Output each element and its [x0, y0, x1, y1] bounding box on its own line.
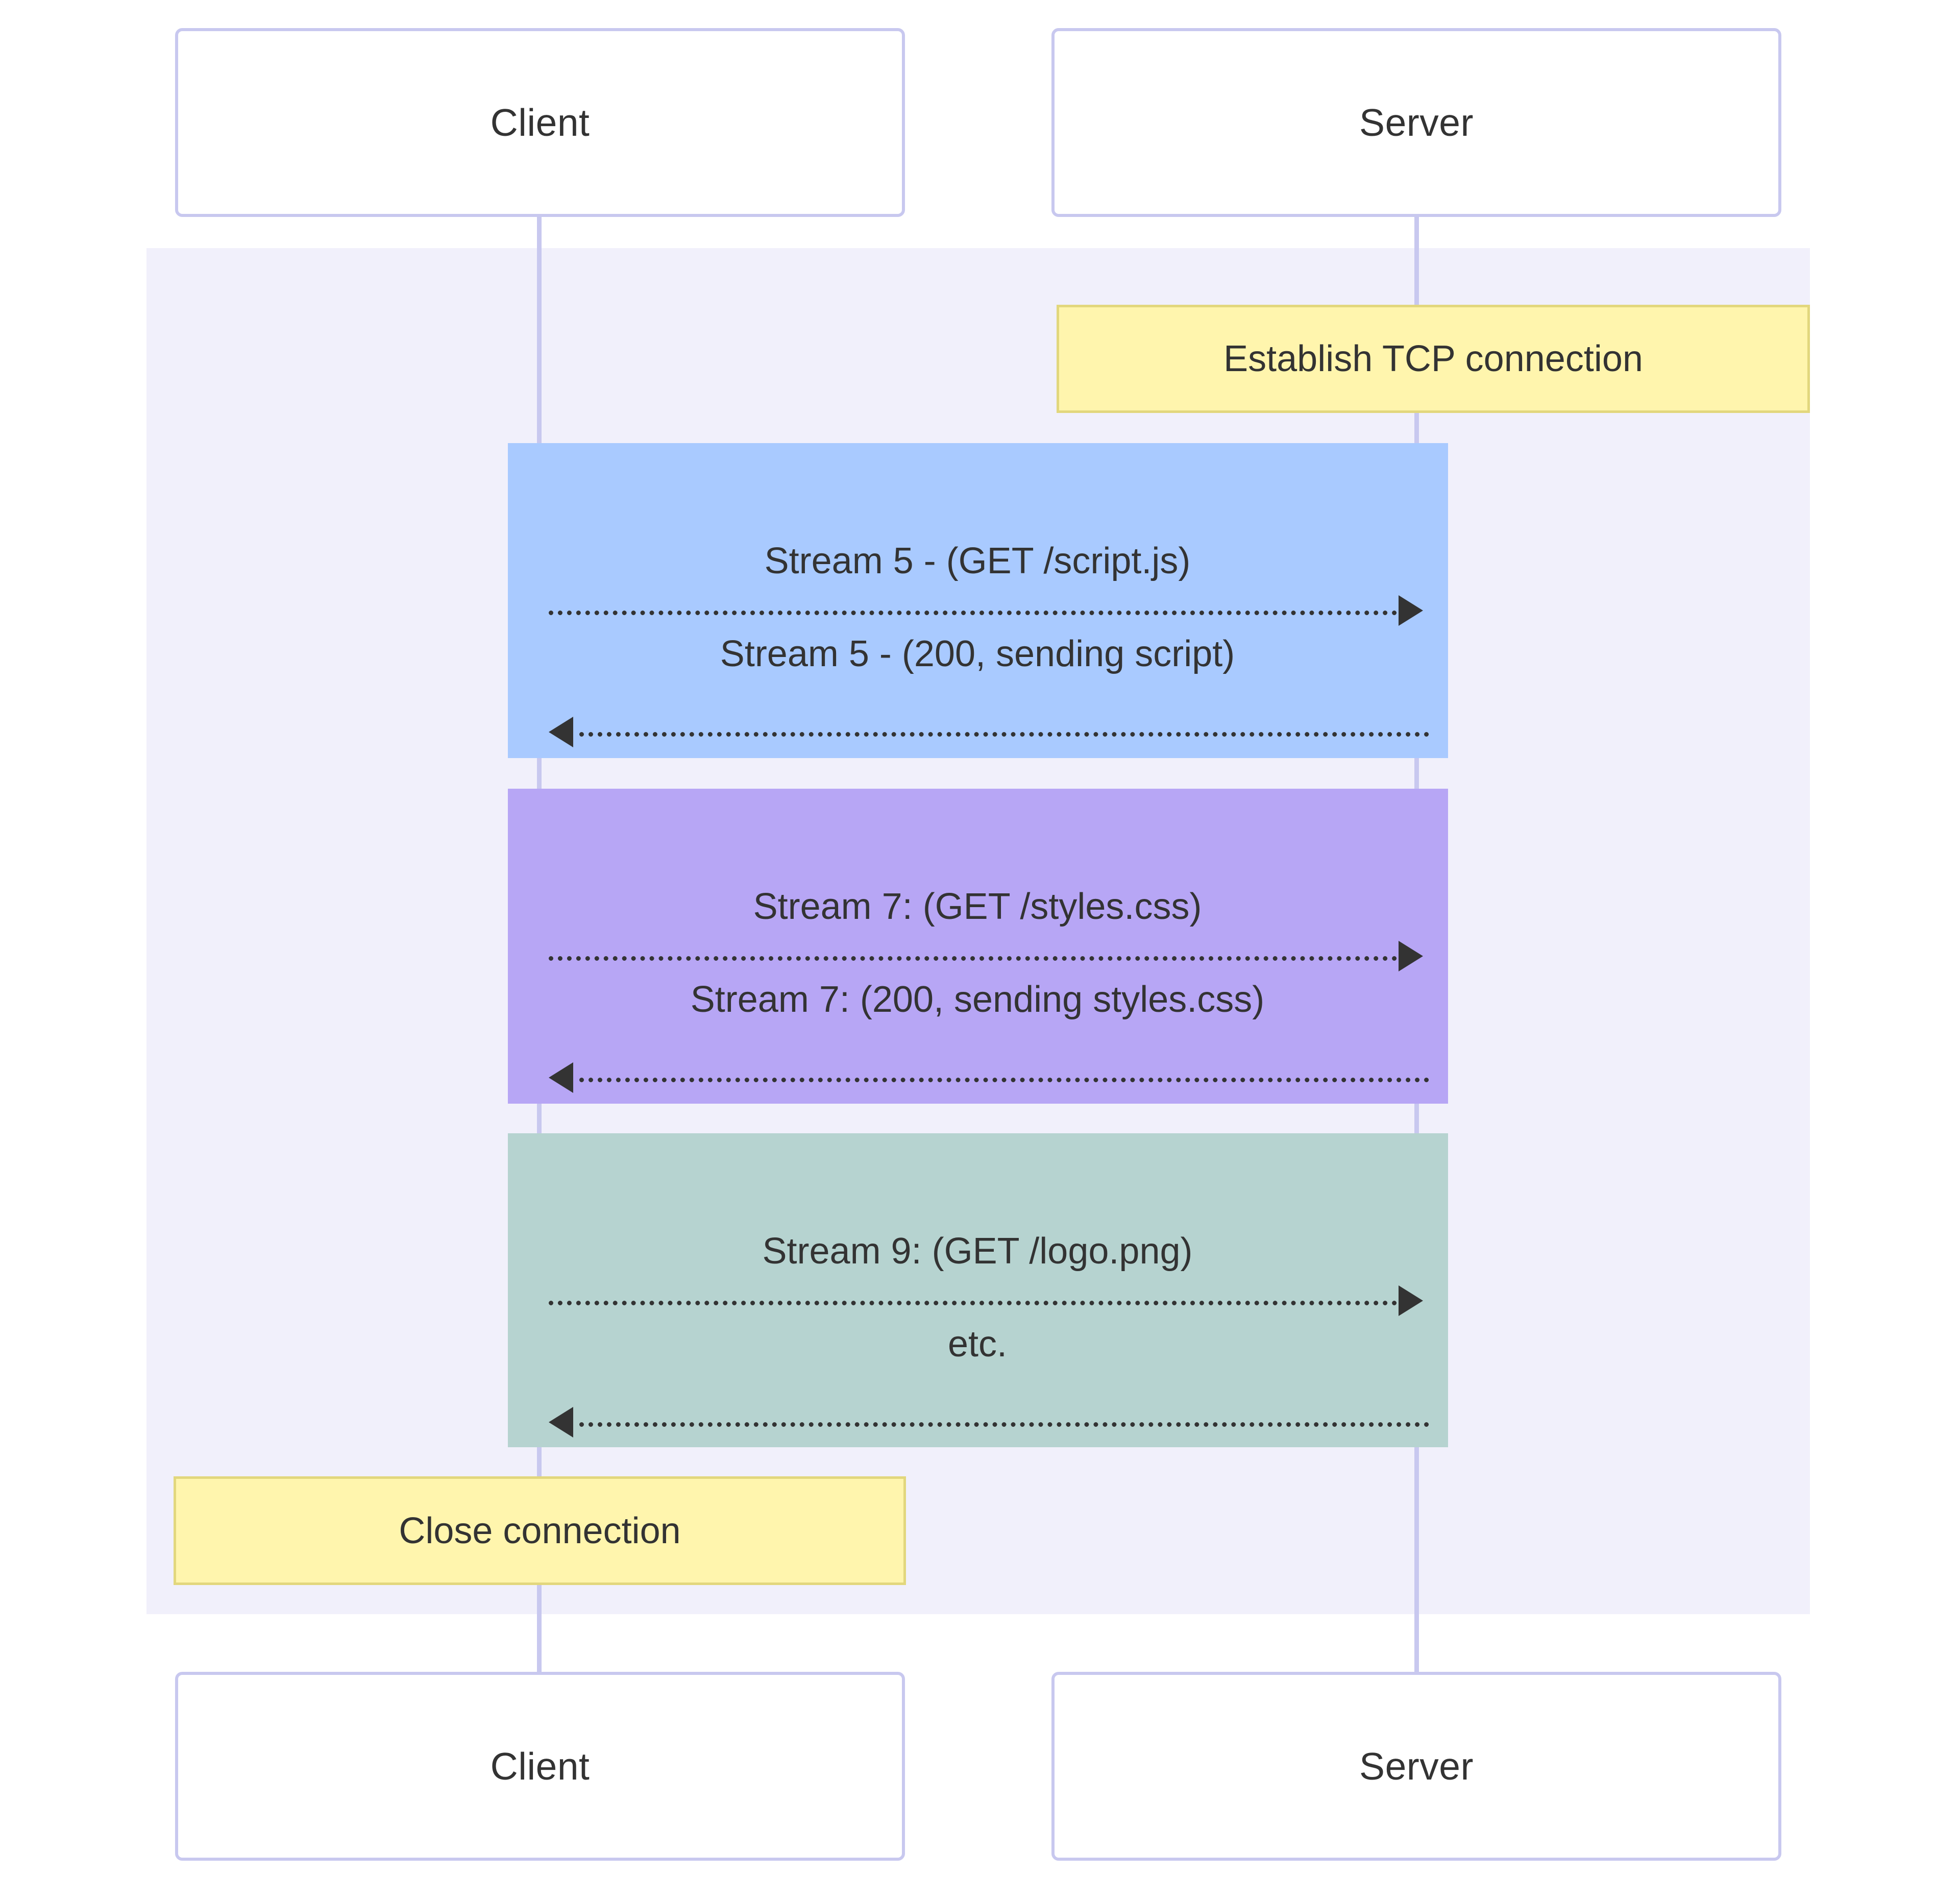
participant-client-bottom[interactable]: Client [175, 1672, 905, 1861]
message-line-stream5-response [579, 732, 1429, 737]
participant-server-top-label: Server [1359, 101, 1474, 144]
message-line-stream5-request [549, 611, 1406, 615]
message-label-stream5-response: Stream 5 - (200, sending script) [720, 634, 1235, 674]
block-stream7 [508, 789, 1448, 1104]
arrowhead-right-stream7-request [1399, 941, 1423, 971]
participant-server-bottom-label: Server [1359, 1745, 1474, 1788]
message-line-stream7-response [579, 1078, 1429, 1082]
arrowhead-left-stream9-response [549, 1407, 573, 1438]
arrowhead-left-stream7-response [549, 1062, 573, 1093]
message-line-stream7-request [549, 956, 1406, 961]
message-label-stream9-response: etc. [947, 1324, 1008, 1365]
participant-server-top[interactable]: Server [1051, 28, 1781, 217]
message-label-stream7-request: Stream 7: (GET /styles.css) [753, 886, 1202, 927]
note-close-connection[interactable]: Close connection [174, 1476, 906, 1585]
note-close-connection-label: Close connection [399, 1510, 681, 1551]
participant-server-bottom[interactable]: Server [1051, 1672, 1781, 1861]
participant-client-top-label: Client [490, 101, 590, 144]
participant-client-bottom-label: Client [490, 1745, 590, 1788]
message-label-stream9-request: Stream 9: (GET /logo.png) [762, 1231, 1193, 1272]
arrowhead-right-stream9-request [1399, 1285, 1423, 1316]
message-label-stream5-request: Stream 5 - (GET /script.js) [764, 541, 1191, 581]
note-establish-tcp-connection-label: Establish TCP connection [1223, 338, 1643, 379]
message-line-stream9-request [549, 1301, 1406, 1305]
block-stream9 [508, 1133, 1448, 1447]
message-label-stream7-response: Stream 7: (200, sending styles.css) [690, 979, 1265, 1020]
note-establish-tcp-connection[interactable]: Establish TCP connection [1057, 305, 1810, 413]
block-stream5 [508, 443, 1448, 758]
participant-client-top[interactable]: Client [175, 28, 905, 217]
arrowhead-left-stream5-response [549, 717, 573, 747]
message-line-stream9-response [579, 1422, 1429, 1427]
arrowhead-right-stream5-request [1399, 595, 1423, 626]
